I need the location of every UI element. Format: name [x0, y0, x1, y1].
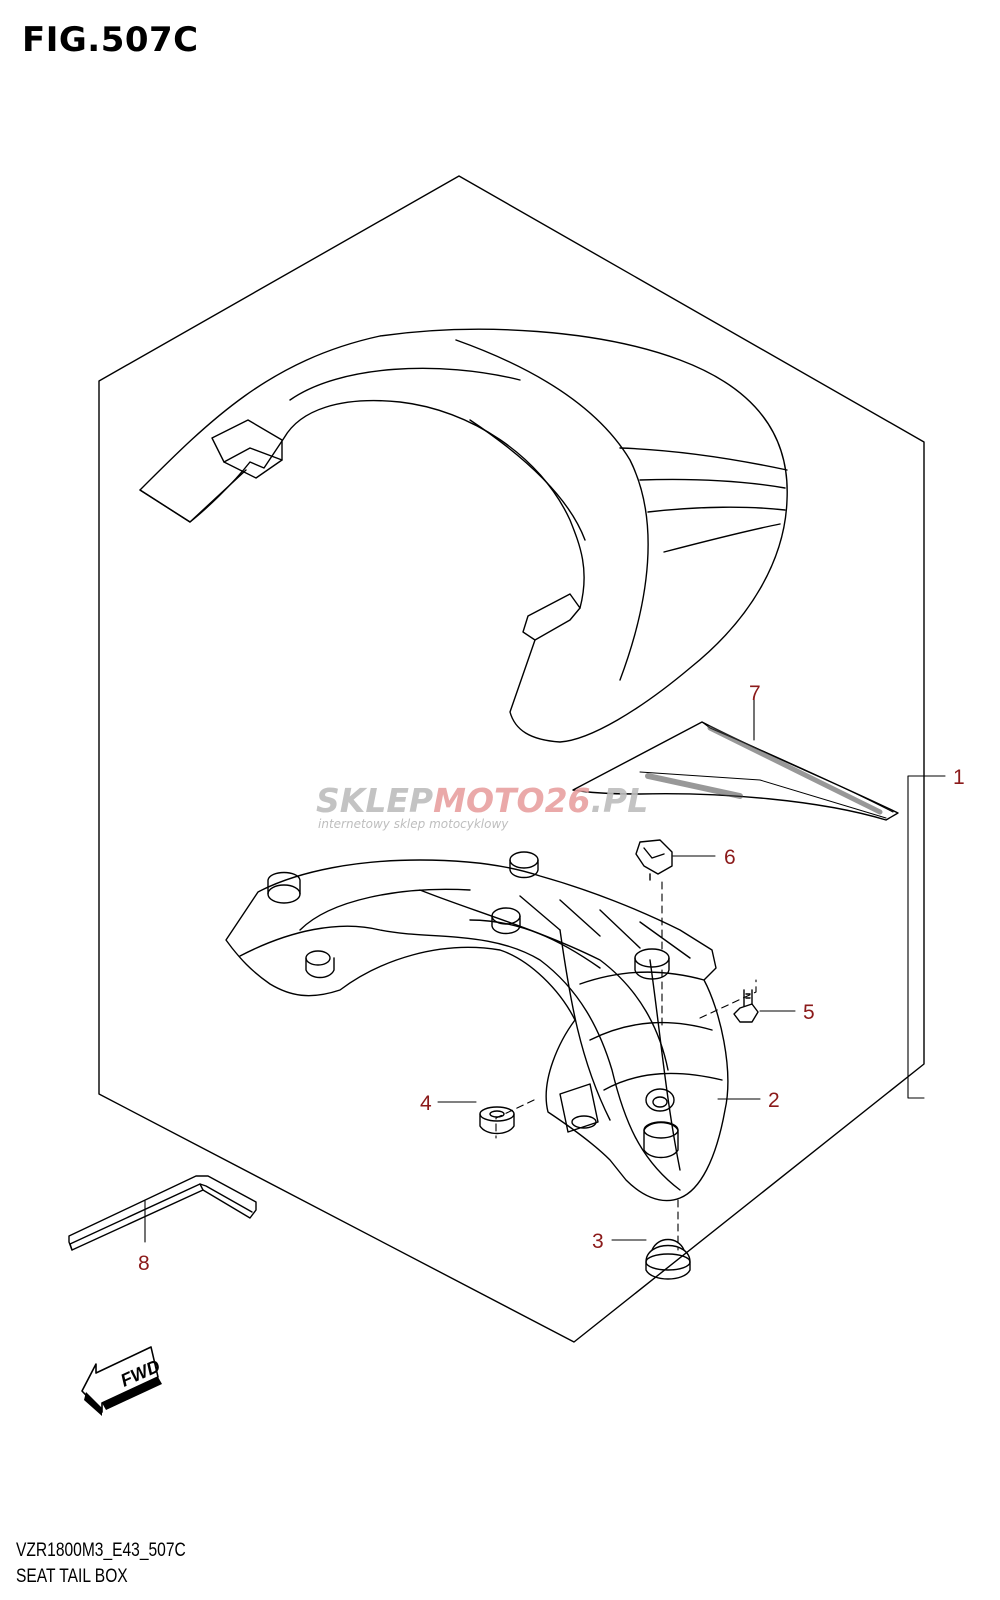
part-3-cushion [645, 1238, 691, 1280]
callout-4: 4 [420, 1092, 432, 1115]
part-2-base-tray [225, 851, 729, 1202]
part-4-grommet [479, 1106, 515, 1135]
assembly-dashed-lines [495, 881, 757, 1251]
watermark-tagline: internetowy sklep motocyklowy [318, 817, 509, 831]
watermark: SKLEPMOTO26.PL internetowy sklep motocyk… [316, 781, 648, 831]
figure-code: VZR1800M3_E43_507C [16, 1540, 186, 1561]
part-8-hex-key [68, 1175, 257, 1251]
figure-name: SEAT TAIL BOX [16, 1566, 128, 1587]
watermark-brand-c: 26 [545, 781, 591, 820]
watermark-brand-a: SKLEP [316, 781, 433, 820]
svg-text:SKLEPMOTO26.PL: SKLEPMOTO26.PL [316, 781, 648, 820]
watermark-brand-d: .PL [591, 781, 649, 820]
callout-3: 3 [592, 1230, 604, 1253]
part-5-bolt [733, 989, 759, 1023]
fwd-arrow-icon [81, 1346, 162, 1416]
part-6-clip-nut [635, 839, 673, 881]
callout-7: 7 [749, 682, 761, 705]
watermark-brand-b: MOTO [433, 781, 544, 820]
part-7-trim-strip [572, 721, 899, 821]
assembly-boundary [98, 175, 925, 1343]
leader-lines [144, 699, 946, 1243]
callout-2: 2 [768, 1089, 780, 1112]
callout-5: 5 [803, 1001, 815, 1024]
callout-8: 8 [138, 1252, 150, 1275]
figure-title: FIG.507C [22, 20, 199, 60]
seat-tail-cover [139, 328, 788, 743]
callout-6: 6 [724, 846, 736, 869]
callout-1: 1 [953, 766, 965, 789]
